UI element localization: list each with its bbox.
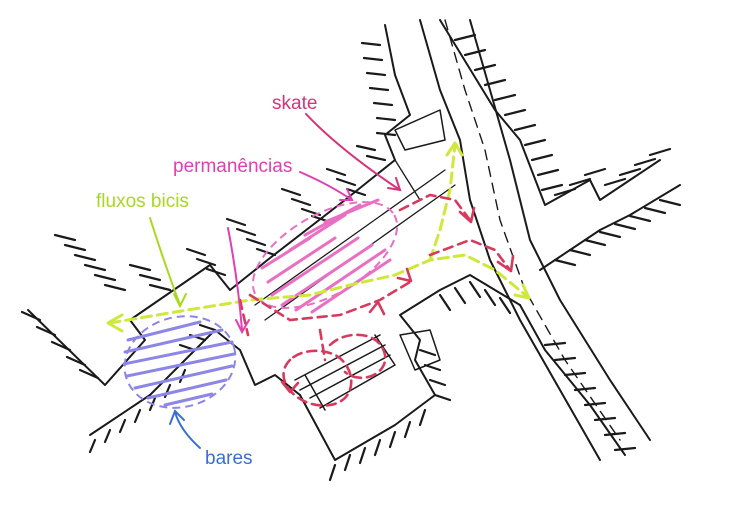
road-line-a xyxy=(419,19,601,461)
road-line-b xyxy=(469,19,651,441)
hatch-top-right xyxy=(453,33,672,197)
flow-bicis-main xyxy=(108,253,530,325)
fluxos-pointer-head xyxy=(173,293,187,309)
building-hatching xyxy=(20,33,682,482)
permanencias-pointer-b xyxy=(227,227,243,331)
frontage-top-left xyxy=(27,24,411,386)
flow-bicis-arrows xyxy=(106,141,531,333)
hatch-bottom-right xyxy=(543,341,637,452)
bares-pointer-head xyxy=(169,409,185,425)
label-fluxos-bicis: fluxos bicis xyxy=(96,191,189,212)
block-bottom xyxy=(299,274,521,461)
flow-skate-main xyxy=(248,280,412,322)
label-permanencias: permanências xyxy=(173,156,293,177)
hatch-bottom-left xyxy=(88,323,217,454)
zone-bares xyxy=(122,315,237,409)
flow-bicis-branch xyxy=(428,143,457,262)
label-skate: skate xyxy=(272,93,318,114)
flow-skate-loop2 xyxy=(328,333,387,380)
zone-bares-hatch xyxy=(122,320,236,407)
flow-skate-vertical xyxy=(238,298,327,362)
zone-permanencias-hatch xyxy=(260,198,392,314)
flow-skate xyxy=(238,193,512,407)
flow-skate-arrows xyxy=(280,206,515,394)
zone-permanencias xyxy=(251,198,399,314)
fluxos-pointer xyxy=(149,217,181,306)
frontage-top-street xyxy=(439,19,661,206)
hatch-right xyxy=(553,198,682,267)
hatch-bottom xyxy=(328,280,512,482)
permanencias-pointer-b-head xyxy=(235,319,250,335)
label-bares: bares xyxy=(205,448,253,469)
frontage-bottom-right xyxy=(519,304,626,456)
skate-pointer xyxy=(305,113,401,191)
frontage-right xyxy=(539,184,681,271)
flow-bicis xyxy=(108,143,530,325)
flow-skate-right xyxy=(428,238,512,272)
road-centerline xyxy=(444,19,621,441)
skate-pointer-head xyxy=(387,177,402,192)
building-notch-2 xyxy=(399,329,441,371)
bares-pointer xyxy=(174,411,201,449)
flow-skate-upper xyxy=(398,193,472,222)
building-notch xyxy=(394,109,446,151)
permanencias-pointer-a xyxy=(299,171,353,201)
permanencias-pointer-a-head xyxy=(339,188,354,201)
block-bottom-left xyxy=(89,329,301,436)
